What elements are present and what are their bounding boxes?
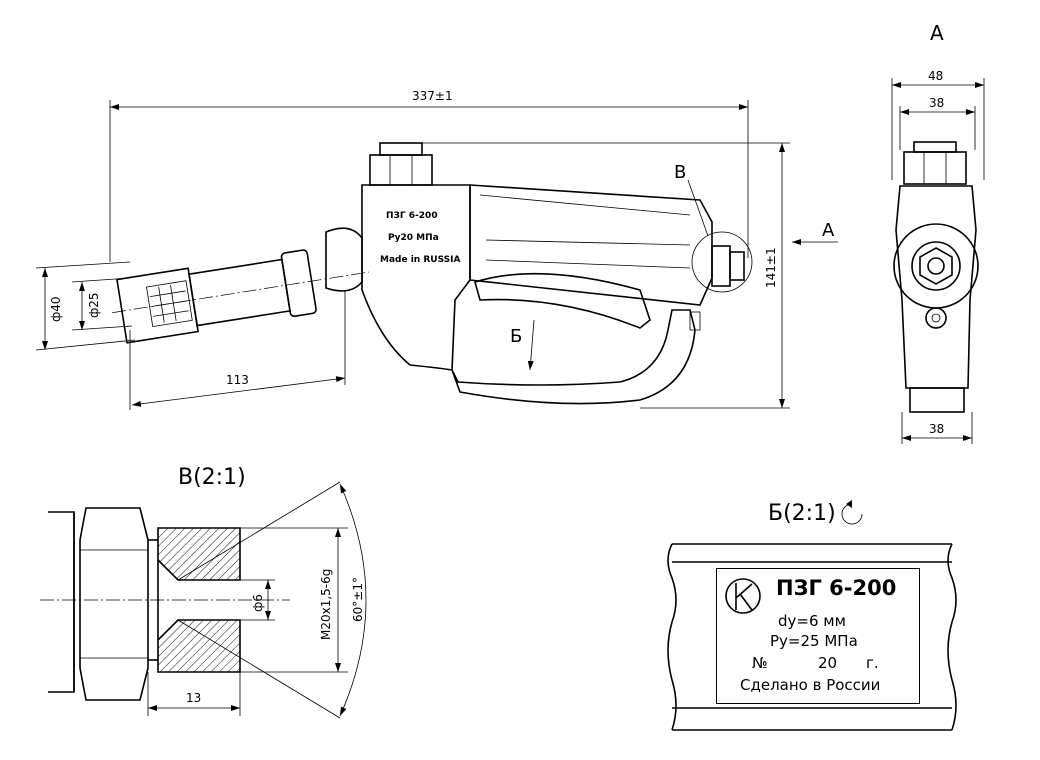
break-line-left [667,543,677,731]
ext-ph40-bottom [35,339,136,351]
leader-v [687,179,709,237]
top-hex-nut [369,154,433,186]
rotation-icon [841,503,863,525]
view-a-nut-cap [913,141,957,153]
view-a-guard [909,387,965,413]
spout-axis [112,271,369,314]
ext-ph25-bottom [71,325,133,331]
nameplate-year: 20 [818,654,838,672]
ext-ph40-top [35,261,131,269]
guard-pin [689,311,701,331]
dim-cone-angle [339,483,367,717]
detail-v-section-top [157,527,241,581]
logo-circle [725,578,761,614]
spout [112,249,369,344]
cone-line-top [177,481,341,581]
nameplate-year-suffix: г. [866,654,879,672]
swivel [325,227,363,292]
detail-be-title: Б(2:1) [768,501,836,526]
nameplate-dy: dy=6 мм [778,612,846,630]
view-a-body [895,185,977,389]
cone-line-bottom [177,619,341,719]
bore-label: ф6 [251,594,265,612]
spout-length-label: 113 [226,373,249,387]
detail-v: В(2:1) ф6 M20x1,5-6g 60°±1° 13 [40,465,367,719]
view-be-arrow-label: Б [510,326,522,347]
view-a-pin [925,307,947,329]
detail-length-label: 13 [186,691,201,705]
body-marking-line2: Ру20 МПа [388,233,439,243]
main-view: 337±1 141±1 ф40 ф25 113 [35,89,838,410]
detail-circle-v [691,231,753,293]
overall-length-label: 337±1 [412,89,453,103]
detail-v-hex-nut [79,507,149,701]
break-line-right [947,543,957,731]
body-marking-line3: Made in RUSSIA [380,255,460,265]
rear-nipple-tip [729,251,745,281]
detail-be: Б(2:1) [667,500,957,731]
view-b-label: В [674,162,686,183]
view-a-hex-outer [911,241,961,291]
view-a-hex [919,247,953,285]
nameplate-title: ПЗГ 6-200 [776,576,897,600]
nameplate-made-in: Сделано в России [740,676,881,694]
trigger-guard [451,309,696,405]
ph25-label: ф25 [87,292,101,318]
ph40-label: ф40 [49,296,63,322]
detail-v-section-bottom [157,619,241,673]
nameplate [716,568,920,704]
body-marking-line1: ПЗГ 6-200 [386,211,438,221]
thread-label: M20x1,5-6g [319,569,333,640]
top-nut-cap [379,142,423,156]
nameplate-pressure: Ру=25 МПа [770,632,858,650]
grip-grooves [479,194,691,269]
cone-angle-label: 60°±1° [351,577,365,622]
nameplate-serial-prefix: № [752,654,768,672]
detail-v-left-flange [48,511,75,693]
logo-mark [735,583,753,611]
trigger-lever [474,272,651,329]
width-38-top-label: 38 [929,96,944,110]
view-a-title: А [930,21,944,45]
detail-v-title: В(2:1) [178,465,246,490]
view-a-swivel-ring [893,223,979,309]
width-48-label: 48 [928,69,943,83]
dim-113 [131,376,346,407]
width-38-bottom-label: 38 [929,422,944,436]
view-a: А 48 38 38 [891,21,985,444]
view-be-arrow [527,319,535,371]
height-label: 141±1 [764,247,778,288]
view-a-bore [927,257,945,275]
view-a-hex-nut [903,151,967,185]
view-a-arrow-label: А [822,220,835,241]
rear-nipple [711,245,731,287]
